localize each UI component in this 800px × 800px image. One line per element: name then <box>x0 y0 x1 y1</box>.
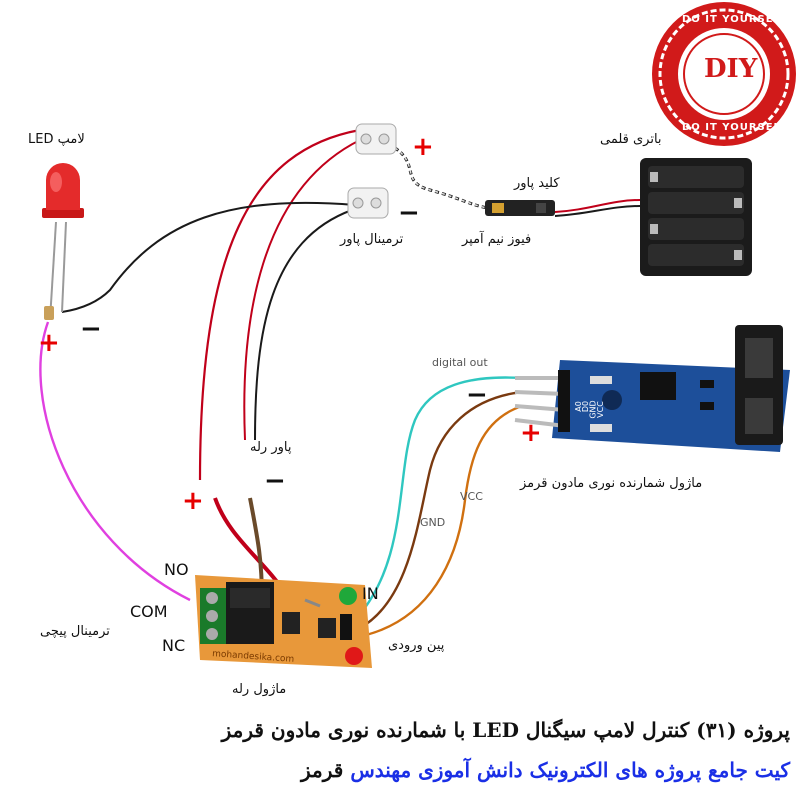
badge-center-text: DIY <box>704 54 758 84</box>
wire-brown-gnd <box>359 390 523 630</box>
minus-sign-led: − <box>80 314 102 344</box>
wire-magenta-led-com <box>39 321 191 602</box>
plus-sign-relay: + <box>182 486 204 516</box>
label-battery: باتری قلمی <box>600 132 662 147</box>
badge-bottom-text: DO IT YOURSELF <box>682 122 789 133</box>
label-power-terminal: ترمینال پاور <box>340 232 404 247</box>
wire-switch-battery-red <box>554 199 641 213</box>
led-lamp <box>42 163 84 321</box>
plus-sign-led: + <box>38 328 60 358</box>
label-led-lamp: لامپ LED <box>28 132 85 147</box>
diy-badge <box>652 2 796 146</box>
label-gnd: GND <box>420 516 446 529</box>
pin-in: IN <box>362 584 379 603</box>
sensor-pin-vcc: VCC <box>595 401 605 418</box>
label-input-pin: پین ورودی <box>388 638 445 653</box>
footer-subtitle-suffix: قرمز <box>301 758 344 782</box>
plus-sign-sensor: + <box>520 418 542 448</box>
ir-sensor-module <box>514 325 790 452</box>
label-relay-power: پاور رله <box>250 440 292 455</box>
power-terminal-top <box>355 123 397 155</box>
wire-cyan-digital-out <box>354 376 523 621</box>
power-terminal-bottom <box>347 187 389 219</box>
label-vcc: VCC <box>460 490 483 503</box>
wire-red-plus-relay <box>198 128 361 481</box>
wire-orange-vcc <box>361 404 523 638</box>
label-power-switch: کلید پاور <box>514 176 560 191</box>
footer-title: پروژه (۳۱) کنترل لامپ سیگنال LED با شمار… <box>221 718 790 742</box>
wire-red-plus-2 <box>243 139 361 441</box>
pin-nc: NC <box>162 636 186 655</box>
label-digital-out: digital out <box>432 356 488 369</box>
minus-sign-sensor: − <box>466 380 488 410</box>
badge-top-text: DO IT YOURSELF <box>682 14 789 25</box>
wire-twisted-pair-white <box>394 147 489 209</box>
footer-subtitle-blue: کیت جامع پروژه های الکترونیک دانش آموزی … <box>350 758 790 782</box>
wire-switch-battery-black <box>554 205 641 217</box>
minus-sign-relay: − <box>264 466 286 496</box>
label-relay-module: ماژول رله <box>232 682 287 697</box>
footer-subtitle: کیت جامع پروژه های الکترونیک دانش آموزی … <box>10 758 790 782</box>
battery-holder <box>640 158 752 276</box>
wire-black-relay <box>254 209 353 441</box>
relay-module <box>195 575 372 668</box>
label-fuse: فیوز نیم آمپر <box>462 232 532 247</box>
minus-sign-terminal: − <box>398 198 420 228</box>
plus-sign-terminal: + <box>412 132 434 162</box>
pin-com: COM <box>130 602 168 621</box>
label-screw-terminal: ترمینال پیچی <box>40 624 110 639</box>
wire-black-led <box>61 201 356 313</box>
label-sensor-module: ماژول شمارنده نوری مادون قرمز <box>520 476 703 491</box>
pin-no: NO <box>164 560 189 579</box>
power-switch <box>485 200 555 216</box>
